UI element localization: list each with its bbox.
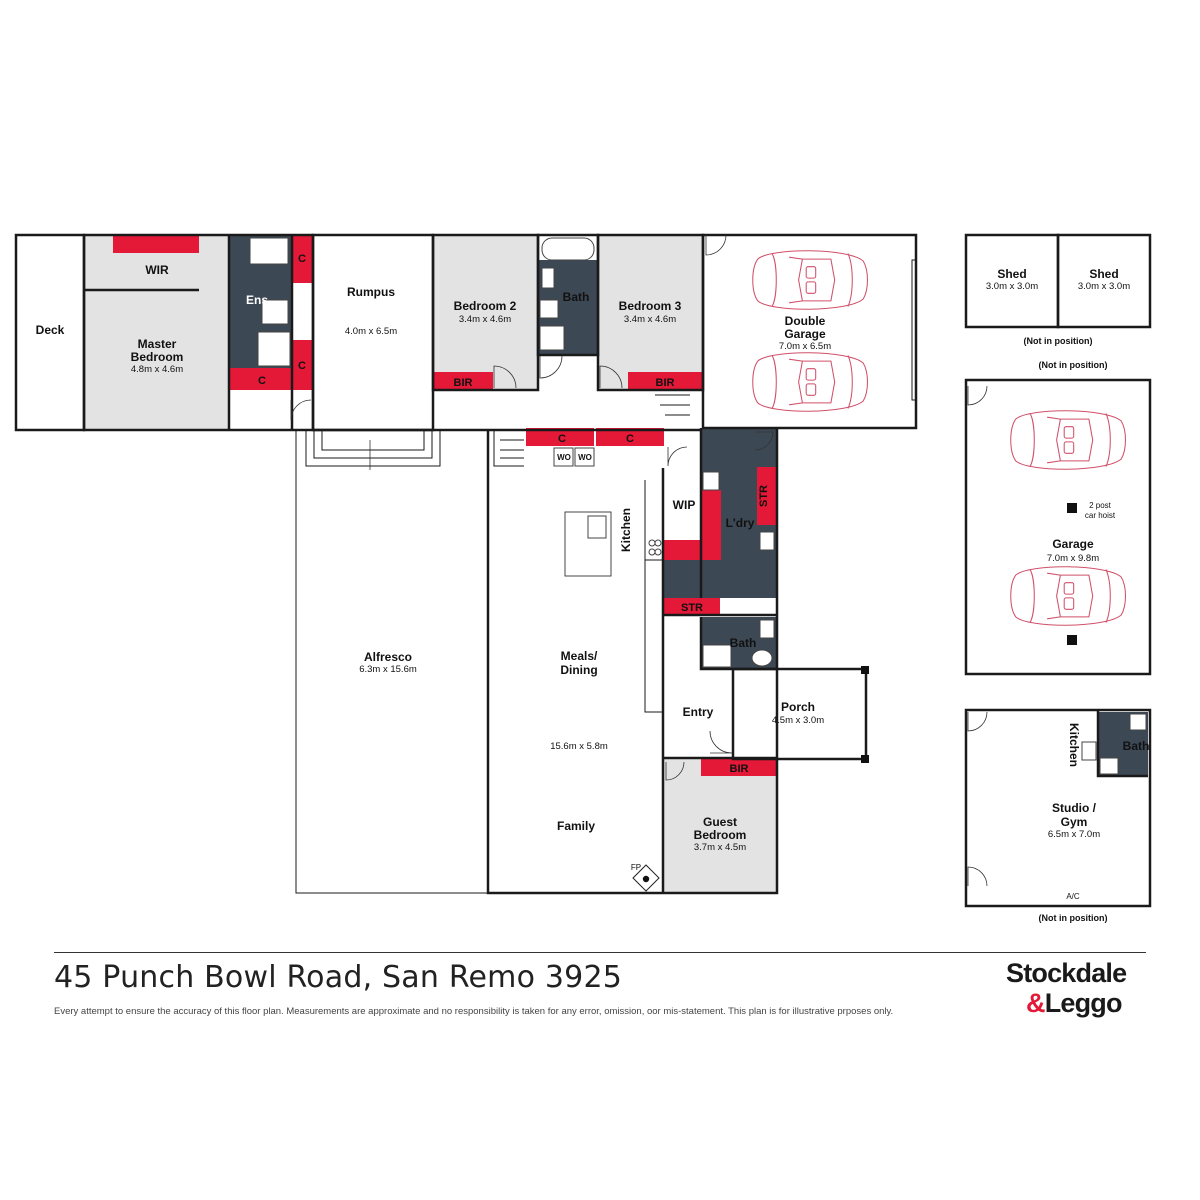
shed2-label: Shed bbox=[1089, 267, 1118, 281]
ensuite-label: Ens bbox=[246, 293, 268, 307]
fireplace-symbol bbox=[632, 864, 660, 892]
car-hoist-post-1 bbox=[1067, 503, 1077, 513]
meals-dining-label-2: Dining bbox=[560, 663, 597, 677]
deck-label: Deck bbox=[36, 323, 65, 337]
car-hoist-label-1: 2 post bbox=[1089, 501, 1112, 510]
tag-bir-1: BIR bbox=[454, 377, 473, 389]
alfresco-dim: 6.3m x 15.6m bbox=[359, 664, 417, 675]
porch-dim: 4.5m x 3.0m bbox=[772, 715, 824, 726]
garage-car-2 bbox=[1010, 566, 1126, 626]
double-garage-car-2 bbox=[752, 352, 868, 412]
studio-label-2: Gym bbox=[1061, 815, 1088, 829]
studio-kitchen-label: Kitchen bbox=[1067, 723, 1081, 767]
garage-building bbox=[964, 378, 1152, 676]
rumpus-dim: 4.0m x 6.5m bbox=[345, 326, 397, 337]
bath-lower-label: Bath bbox=[730, 636, 757, 650]
logo-leggo: Leggo bbox=[1044, 988, 1123, 1018]
guest-bedroom-label-2: Bedroom bbox=[694, 828, 747, 842]
wo-1 bbox=[553, 447, 574, 467]
bedroom2-room bbox=[433, 235, 538, 390]
studio-building bbox=[964, 708, 1152, 908]
agency-logo: Stockdale &Leggo bbox=[1006, 958, 1156, 1018]
double-garage-car-1 bbox=[752, 250, 868, 310]
bedroom3-dim: 3.4m x 4.6m bbox=[624, 314, 676, 325]
studio-not-in-position: (Not in position) bbox=[1039, 913, 1108, 923]
bath-upper-label: Bath bbox=[563, 290, 590, 304]
wo-2 bbox=[574, 447, 595, 467]
garage-not-in-position: (Not in position) bbox=[1039, 360, 1108, 370]
shed2-dim: 3.0m x 3.0m bbox=[1078, 281, 1130, 292]
double-garage-label-1: Double bbox=[785, 314, 826, 328]
tag-wo-1: WO bbox=[557, 453, 571, 462]
double-garage-label-2: Garage bbox=[784, 327, 826, 341]
guest-bedroom-label-1: Guest bbox=[703, 815, 737, 829]
porch-label: Porch bbox=[781, 700, 815, 714]
ens-cupboard-c bbox=[229, 368, 292, 390]
double-garage-dim: 7.0m x 6.5m bbox=[779, 341, 831, 352]
logo-line-2: &Leggo bbox=[1006, 988, 1156, 1018]
str-laundry bbox=[757, 467, 777, 525]
str-lower bbox=[663, 598, 720, 615]
ens-cupboard-bottom bbox=[292, 340, 312, 390]
bir-bedroom3 bbox=[628, 372, 703, 390]
studio-ac-label: A/C bbox=[1066, 892, 1080, 901]
master-bedroom-dim: 4.8m x 4.6m bbox=[131, 364, 183, 375]
kitchen-label: Kitchen bbox=[619, 508, 633, 552]
bir-bedroom2 bbox=[433, 372, 493, 390]
ens-cupboard-top bbox=[292, 235, 312, 283]
wip-label: WIP bbox=[673, 498, 696, 512]
hall-cupboard-2 bbox=[596, 428, 664, 446]
disclaimer-text: Every attempt to ensure the accuracy of … bbox=[54, 1006, 894, 1017]
wir-robe bbox=[113, 235, 199, 253]
tag-bir-3: BIR bbox=[730, 763, 749, 775]
master-bedroom-label-2: Bedroom bbox=[131, 350, 184, 364]
meals-dining-dim: 15.6m x 5.8m bbox=[550, 741, 608, 752]
tag-c-4: C bbox=[558, 433, 566, 445]
logo-ampersand: & bbox=[1026, 988, 1045, 1018]
tag-c-5: C bbox=[626, 433, 634, 445]
entry-label: Entry bbox=[683, 705, 714, 719]
car-hoist-post-2 bbox=[1067, 635, 1077, 645]
laundry-label: L'dry bbox=[726, 516, 755, 530]
wip-shelving bbox=[663, 490, 721, 560]
sheds-not-in-position: (Not in position) bbox=[1024, 336, 1093, 346]
logo-line-1: Stockdale bbox=[1006, 958, 1127, 988]
shed-2 bbox=[1056, 233, 1152, 329]
family-label: Family bbox=[557, 819, 595, 833]
shed1-dim: 3.0m x 3.0m bbox=[986, 281, 1038, 292]
tag-str-1: STR bbox=[758, 485, 770, 507]
garage-dim: 7.0m x 9.8m bbox=[1047, 553, 1099, 564]
bedroom2-label: Bedroom 2 bbox=[454, 299, 517, 313]
studio-dim: 6.5m x 7.0m bbox=[1048, 829, 1100, 840]
tag-bir-2: BIR bbox=[656, 377, 675, 389]
guest-bedroom-room bbox=[663, 758, 777, 893]
bir-guest bbox=[701, 758, 777, 776]
hall-cupboard-1 bbox=[526, 428, 594, 446]
bedroom2-dim: 3.4m x 4.6m bbox=[459, 314, 511, 325]
tag-c-2: C bbox=[298, 360, 306, 372]
wir-label: WIR bbox=[145, 263, 169, 277]
fireplace-label: FP bbox=[631, 863, 641, 872]
floor-plan: Deck WIR Master Bedroom 4.8m x 4.6m Ens … bbox=[14, 233, 1152, 923]
meals-dining-label-1: Meals/ bbox=[561, 649, 598, 663]
car-hoist-label-2: car hoist bbox=[1085, 511, 1116, 520]
shed1-label: Shed bbox=[997, 267, 1026, 281]
guest-bedroom-dim: 3.7m x 4.5m bbox=[694, 842, 746, 853]
tag-c-3: C bbox=[258, 375, 266, 387]
garage-car-1 bbox=[1010, 410, 1126, 470]
rumpus-label: Rumpus bbox=[347, 285, 395, 299]
tag-str-2: STR bbox=[681, 602, 703, 614]
studio-bath-label: Bath bbox=[1123, 739, 1150, 753]
bedroom3-room bbox=[598, 235, 703, 390]
alfresco-label: Alfresco bbox=[364, 650, 412, 664]
studio-label-1: Studio / bbox=[1052, 801, 1097, 815]
bedroom3-label: Bedroom 3 bbox=[619, 299, 682, 313]
master-bedroom-room bbox=[84, 235, 229, 430]
garage-label: Garage bbox=[1052, 537, 1094, 551]
tag-wo-2: WO bbox=[578, 453, 592, 462]
property-address: 45 Punch Bowl Road, San Remo 3925 bbox=[54, 960, 623, 995]
tag-c-1: C bbox=[298, 253, 306, 265]
master-bedroom-label-1: Master bbox=[138, 337, 177, 351]
footer-divider bbox=[54, 952, 1146, 953]
